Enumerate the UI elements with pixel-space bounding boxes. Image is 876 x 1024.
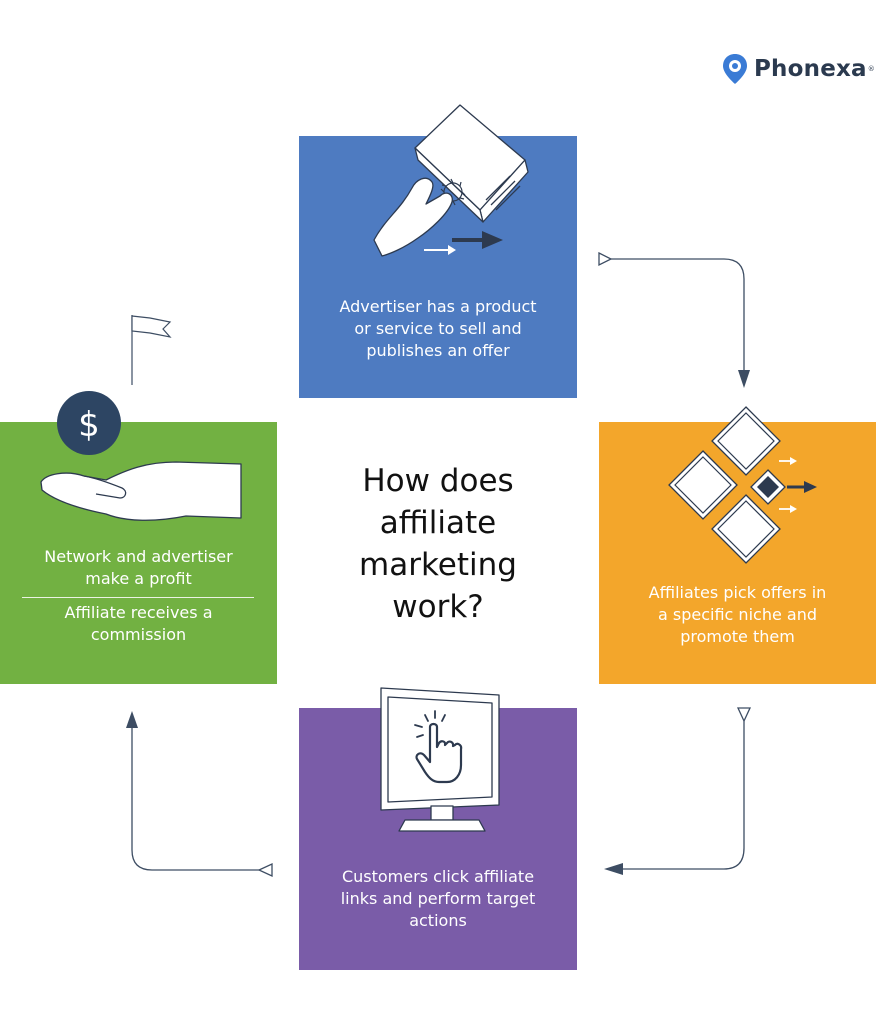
step-profit-text-primary: Network and advertiser make a profit (44, 547, 233, 588)
hand-holding-box-icon (373, 104, 529, 257)
flag-icon (131, 315, 172, 385)
monitor-click-icon (380, 687, 500, 832)
step-profit-card: Network and advertiser make a profit Aff… (0, 422, 277, 684)
hand-dollar-icon: $ (40, 391, 242, 521)
step-advertiser-text: Advertiser has a product or service to s… (339, 297, 537, 360)
brand-logo: Phonexa ® (722, 52, 875, 86)
profit-divider (22, 597, 254, 598)
step-affiliates-text: Affiliates pick offers in a specific nic… (648, 583, 827, 646)
arrow-right-to-bottom (604, 707, 752, 875)
svg-text:$: $ (78, 405, 100, 445)
brand-reg-mark: ® (867, 65, 875, 73)
map-pin-logo-icon (723, 54, 747, 84)
brand-name: Phonexa (754, 56, 867, 82)
diamond-tiles-icon (668, 406, 817, 564)
step-customers-text: Customers click affiliate links and perf… (340, 867, 536, 930)
page-title: How does affiliate marketing work? (359, 463, 517, 625)
step-profit-text-secondary: Affiliate receives a commission (64, 603, 213, 644)
arrow-top-to-right (598, 251, 750, 388)
arrow-bottom-to-left (126, 711, 273, 878)
